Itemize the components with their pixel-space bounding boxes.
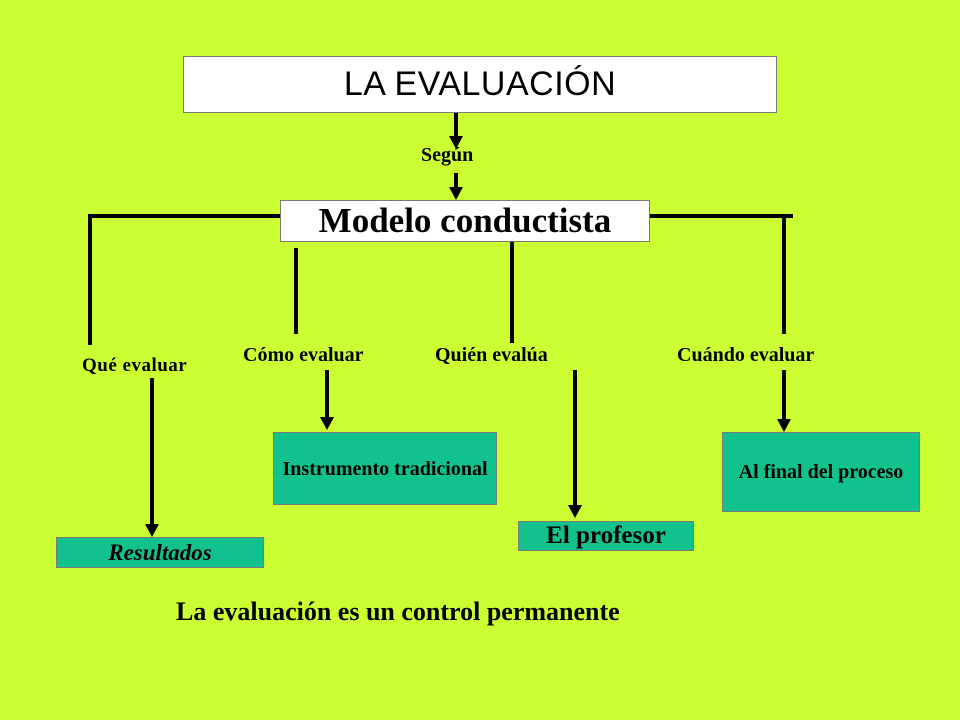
answer-final-text: Al final del proceso	[738, 461, 904, 483]
question-quien-evalua: Quién evalúa	[435, 344, 548, 366]
question-como-evaluar: Cómo evaluar	[243, 344, 364, 366]
segun-label: Según	[421, 144, 474, 166]
answer-resultados-text: Resultados	[108, 539, 212, 565]
arrowhead-final	[777, 419, 791, 432]
answer-final-box: Al final del proceso	[722, 432, 920, 512]
title-text: LA EVALUACIÓN	[343, 65, 617, 103]
arrowhead-model	[449, 187, 463, 200]
answer-profesor-text: El profesor	[546, 522, 666, 549]
model-box: Modelo conductista	[280, 200, 650, 242]
question-cuando-evaluar: Cuándo evaluar	[677, 344, 815, 366]
conclusion-text: La evaluación es un control permanente	[176, 597, 620, 626]
arrowhead-instrumento	[320, 417, 334, 430]
answer-resultados-box: Resultados	[56, 537, 264, 568]
arrowhead-profesor	[568, 505, 582, 518]
answer-instrumento-box: Instrumento tradicional	[273, 432, 497, 505]
answer-instrumento-text: Instrumento tradicional	[282, 457, 488, 480]
question-que-evaluar: Qué evaluar	[82, 355, 188, 376]
arrowhead-segun	[449, 136, 463, 149]
model-text: Modelo conductista	[318, 201, 612, 240]
title-box: LA EVALUACIÓN	[183, 56, 777, 113]
arrowhead-resultados	[145, 524, 159, 537]
answer-profesor-box: El profesor	[518, 521, 694, 551]
